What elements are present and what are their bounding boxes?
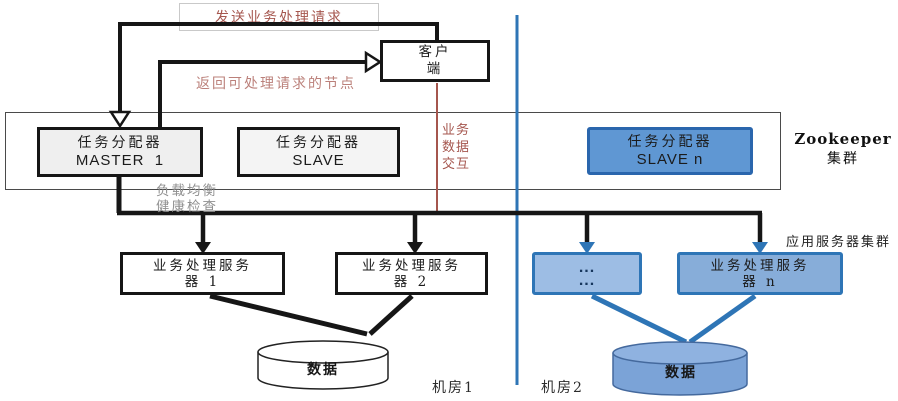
zookeeper-cluster-label-line1: Zookeeper	[794, 130, 892, 148]
client-label-line1: 客户	[418, 44, 452, 60]
server1-line1: 业务处理服务	[153, 257, 252, 274]
client-node: 客户 端	[380, 40, 490, 82]
slave-label-line2: SLAVE	[292, 152, 345, 169]
business-data-line1: 业务	[442, 123, 471, 138]
business-server-n-node: 业务处理服务 器 n	[677, 252, 843, 295]
server-n-line2: 器 n	[742, 273, 778, 290]
business-data-exchange-label: 业务 数据 交互	[442, 122, 470, 173]
load-balance-health-check-label: 负载均衡 健康检查	[156, 183, 218, 215]
server-n-line1: 业务处理服务	[710, 257, 810, 274]
room-1-label: 机房1	[432, 380, 475, 396]
load-balance-line1: 负载均衡	[156, 183, 218, 199]
business-server-2-node: 业务处理服务 器 2	[335, 252, 488, 295]
task-dispatcher-slave-node: 任务分配器 SLAVE	[237, 127, 400, 177]
zookeeper-cluster-label: Zookeeper 集群	[790, 130, 896, 168]
task-dispatcher-slave-n-node: 任务分配器 SLAVE n	[587, 127, 753, 175]
master-label-line2: MASTER 1	[75, 152, 165, 169]
return-nodes-label: 返回可处理请求的节点	[196, 76, 356, 92]
zookeeper-cluster-label-line2: 集群	[827, 151, 859, 167]
business-data-line3: 交互	[442, 157, 471, 172]
arrowhead-into-client	[364, 50, 383, 74]
slave-n-label-line2: SLAVE n	[636, 151, 704, 168]
business-server-ellipsis-node: ... ...	[532, 252, 642, 295]
slave-label-line1: 任务分配器	[276, 135, 361, 151]
ellipsis-line2: ...	[578, 271, 596, 289]
business-data-line2: 数据	[442, 140, 471, 155]
server2-to-data-line	[368, 294, 414, 336]
data-store-right-label: 数据	[665, 365, 697, 381]
load-balance-line2: 健康检查	[156, 199, 218, 215]
server-n-to-data-line	[688, 293, 757, 345]
server2-line1: 业务处理服务	[362, 257, 461, 274]
slave-n-label-line1: 任务分配器	[627, 134, 713, 150]
room-2-label: 机房2	[541, 380, 584, 396]
master-label-line1: 任务分配器	[77, 135, 163, 151]
send-request-label-box: 发送业务处理请求	[179, 3, 379, 31]
data-cylinder-right-top	[612, 341, 748, 365]
data-store-left-label: 数据	[307, 362, 339, 378]
task-dispatcher-master-node: 任务分配器 MASTER 1	[37, 127, 203, 177]
send-request-label: 发送业务处理请求	[215, 10, 343, 26]
ellipsis-to-data-line	[590, 293, 688, 345]
zookeeper-band	[5, 112, 781, 190]
server1-line2: 器 1	[184, 273, 221, 290]
app-server-cluster-label: 应用服务器集群	[786, 235, 892, 250]
server2-line2: 器 2	[393, 273, 430, 290]
server1-to-data-line	[209, 293, 368, 337]
business-server-1-node: 业务处理服务 器 1	[120, 252, 285, 295]
client-label-line2: 端	[426, 61, 444, 77]
ellipsis-line1: ...	[578, 258, 596, 276]
